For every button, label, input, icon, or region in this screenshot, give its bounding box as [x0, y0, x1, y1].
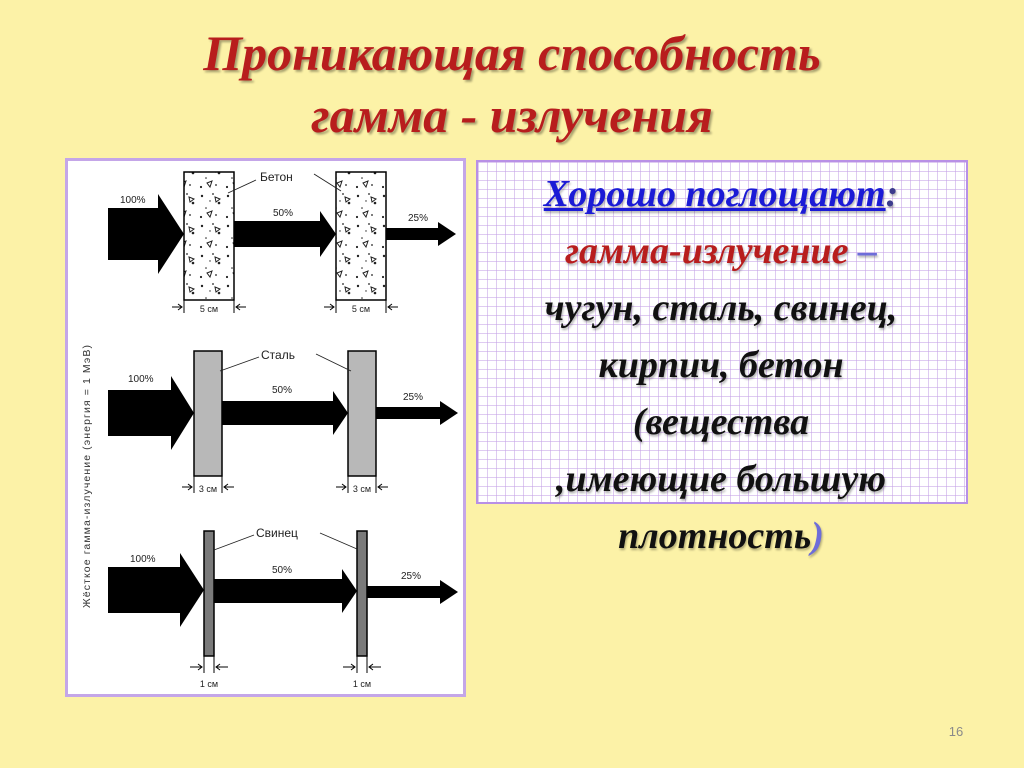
info-line-6: ,имеющие большую — [555, 458, 887, 500]
panel-concrete-in-label: 100% — [120, 195, 146, 206]
panel-concrete-mid-label: 50% — [273, 208, 293, 219]
arrow-mid-concrete — [234, 211, 336, 257]
panel-steel-out-label: 25% — [403, 392, 423, 403]
panel-concrete-thickness-1: 5 см — [200, 304, 218, 314]
arrow-out-lead — [367, 580, 458, 604]
figure-side-label: Жёсткое гамма-излучение (энергия = 1 МэВ… — [81, 344, 93, 608]
dimension-lead-1 — [190, 656, 228, 673]
title-line-2: гамма - излучения — [311, 87, 713, 143]
info-paren-close: ) — [811, 515, 824, 557]
panel-concrete-thickness-2: 5 см — [352, 304, 370, 314]
panel-lead-in-label: 100% — [130, 554, 156, 565]
leader-line-steel-1 — [219, 356, 260, 372]
panel-steel-material-label: Сталь — [261, 348, 295, 362]
panel-lead-mid-label: 50% — [272, 565, 292, 576]
arrow-in-steel — [108, 376, 194, 450]
title-line-1: Проникающая способность — [203, 25, 821, 81]
info-heading-colon: : — [885, 173, 899, 215]
panel-lead-thickness-2: 1 см — [353, 679, 371, 689]
info-line-5: (вещества — [632, 401, 810, 443]
leader-line-lead-1 — [213, 534, 255, 551]
slab-steel-1 — [193, 350, 223, 477]
panel-lead-out-label: 25% — [401, 571, 421, 582]
panel-lead: 100% 50% 25% Свинец 1 см 1 см — [108, 526, 458, 689]
leader-line-concrete-1 — [227, 179, 257, 194]
arrow-in-concrete — [108, 194, 184, 274]
dimension-steel-2 — [336, 476, 388, 493]
info-line-1: Хорошо поглощают: — [476, 166, 966, 223]
dimension-concrete-1 — [172, 300, 246, 313]
info-heading: Хорошо поглощают — [543, 173, 886, 215]
page-number: 16 — [948, 724, 964, 739]
info-last-word: плотность — [618, 515, 812, 557]
panel-steel-in-label: 100% — [128, 374, 154, 385]
panel-steel-mid-label: 50% — [272, 385, 292, 396]
leader-line-lead-2 — [319, 532, 358, 550]
slab-concrete-2 — [335, 171, 387, 301]
panel-steel-thickness-1: 3 см — [199, 484, 217, 494]
panel-steel: 100% 50% 25% Сталь 3 см 3 см — [108, 348, 458, 494]
slab-lead-1 — [203, 530, 215, 657]
arrow-mid-lead — [214, 569, 357, 613]
panel-concrete-material-label: Бетон — [260, 170, 293, 184]
figure-canvas: Жёсткое гамма-излучение (энергия = 1 МэВ… — [81, 170, 458, 689]
gamma-penetration-figure: Жёсткое гамма-излучение (энергия = 1 МэВ… — [65, 158, 466, 697]
slide-title: Проникающая способность гамма - излучени… — [0, 22, 1024, 146]
info-subject: гамма-излучение — [564, 230, 849, 272]
info-line-3: чугун, сталь, свинец, — [544, 287, 898, 329]
leader-line-steel-2 — [315, 353, 352, 372]
arrow-out-concrete — [386, 222, 456, 246]
panel-lead-thickness-1: 1 см — [200, 679, 218, 689]
slab-concrete-1 — [183, 171, 235, 301]
panel-concrete-out-label: 25% — [408, 213, 428, 224]
dimension-steel-1 — [182, 476, 234, 493]
panel-concrete: 100% 50% 25% Бетон 5 см 5 см — [108, 170, 456, 314]
info-line-2: гамма-излучение – — [476, 223, 966, 280]
info-dash: – — [858, 230, 878, 272]
info-line-7: плотность) — [476, 508, 966, 565]
dimension-lead-2 — [343, 656, 381, 673]
panel-steel-thickness-2: 3 см — [353, 484, 371, 494]
panel-lead-material-label: Свинец — [256, 526, 298, 540]
info-text: Хорошо поглощают: гамма-излучение – чугу… — [476, 166, 966, 565]
slab-lead-2 — [356, 530, 368, 657]
arrow-mid-steel — [222, 391, 348, 435]
info-textbox — [476, 160, 968, 504]
arrow-in-lead — [108, 553, 204, 627]
arrow-out-steel — [376, 401, 458, 425]
slab-steel-2 — [347, 350, 377, 477]
dimension-concrete-2 — [324, 300, 398, 313]
info-line-4: кирпич, бетон — [598, 344, 844, 386]
leader-line-concrete-2 — [313, 173, 342, 192]
